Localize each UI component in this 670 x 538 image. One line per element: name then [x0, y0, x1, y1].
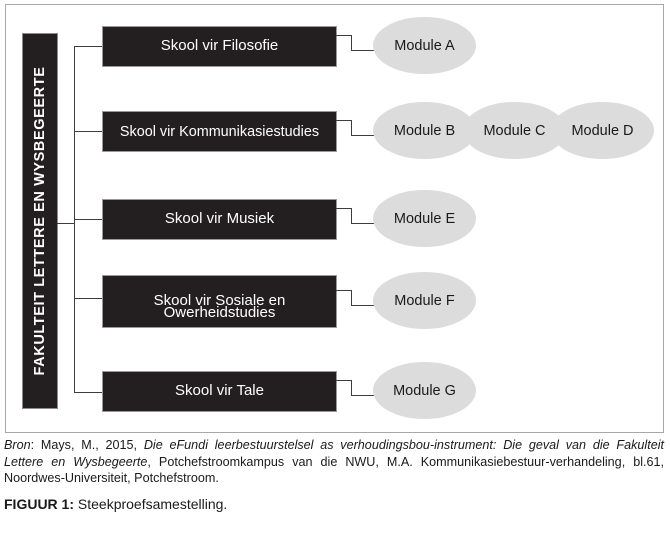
school-box-label-line2: Owerheidstudies — [163, 304, 276, 322]
module-ellipse-b[interactable]: Module B — [373, 102, 476, 159]
school-box-label-line1: Skool vir Sosiale en — [153, 292, 286, 310]
school-box-kommunikasiestudies[interactable]: Skool vir Kommunikasiestudies — [102, 111, 337, 152]
source-citation: Bron: Mays, M., 2015, Die eFundi leerbes… — [4, 437, 664, 487]
connector-branch-2 — [74, 131, 102, 132]
connector-module-bcd-v — [351, 120, 352, 136]
connector-faculty-stub — [57, 223, 75, 224]
module-label: Module F — [394, 292, 455, 309]
module-label: Module E — [393, 210, 456, 227]
connector-module-a-h1 — [336, 35, 352, 36]
connector-module-a-v — [351, 35, 352, 51]
connector-module-bcd-h1 — [336, 120, 352, 121]
module-ellipse-d[interactable]: Module D — [551, 102, 654, 159]
module-label: Module D — [571, 122, 634, 139]
school-box-label: Skool vir Tale — [175, 382, 264, 400]
connector-module-bcd-h2 — [351, 135, 374, 136]
figure-caption: FIGUUR 1: Steekproefsamestelling. — [4, 496, 664, 512]
connector-branch-4 — [74, 298, 102, 299]
source-author-year: Mays, M., 2015, — [40, 438, 144, 452]
school-box-musiek[interactable]: Skool vir Musiek — [102, 199, 337, 240]
connector-module-g-h2 — [351, 395, 374, 396]
module-label: Module C — [483, 122, 546, 139]
school-box-tale[interactable]: Skool vir Tale — [102, 371, 337, 412]
connector-branch-5 — [74, 392, 102, 393]
school-box-label: Skool vir Kommunikasiestudies — [119, 123, 320, 140]
module-ellipse-f[interactable]: Module F — [373, 272, 476, 329]
connector-module-g-h1 — [336, 380, 352, 381]
school-box-label: Skool vir Musiek — [164, 210, 275, 228]
school-box-label-line2-wrap: Owerheidstudies — [102, 275, 337, 328]
connector-module-e-v — [351, 208, 352, 224]
connector-branch-1 — [74, 46, 102, 47]
faculty-bar-label: FAKULTEIT LETTERE EN WYSBEGEERTE — [32, 66, 48, 376]
module-ellipse-g[interactable]: Module G — [373, 362, 476, 419]
module-ellipse-c[interactable]: Module C — [463, 102, 566, 159]
caption-area: Bron: Mays, M., 2015, Die eFundi leerbes… — [4, 437, 664, 512]
source-title: Die eFundi leerbestuurstelsel as verhoud… — [4, 438, 664, 469]
module-label: Module G — [393, 382, 456, 399]
module-ellipse-a[interactable]: Module A — [373, 17, 476, 74]
figure-frame: FAKULTEIT LETTERE EN WYSBEGEERTE Skool v… — [5, 4, 664, 433]
source-separator: : — [30, 438, 41, 452]
module-label: Module B — [393, 122, 456, 139]
faculty-bar: FAKULTEIT LETTERE EN WYSBEGEERTE — [22, 33, 58, 409]
connector-module-f-h1 — [336, 290, 352, 291]
connector-module-f-v — [351, 290, 352, 306]
source-label: Bron — [4, 438, 31, 452]
module-label: Module A — [394, 37, 455, 54]
connector-module-f-h2 — [351, 305, 374, 306]
school-box-filosofie[interactable]: Skool vir Filosofie — [102, 26, 337, 67]
connector-branch-3 — [74, 219, 102, 220]
connector-module-e-h1 — [336, 208, 352, 209]
connector-module-g-v — [351, 380, 352, 396]
source-rest: , Potchefstroomkampus van die NWU, M.A. … — [4, 454, 664, 486]
figure-number-label: FIGUUR 1: — [4, 496, 74, 513]
school-box-sosiale-owerheidstudies[interactable]: Skool vir Sosiale en — [102, 275, 337, 328]
figure-caption-text: Steekproefsamestelling. — [74, 496, 228, 513]
school-box-label: Skool vir Filosofie — [160, 37, 279, 55]
module-ellipse-e[interactable]: Module E — [373, 190, 476, 247]
connector-module-a-h2 — [351, 50, 374, 51]
connector-module-e-h2 — [351, 223, 374, 224]
